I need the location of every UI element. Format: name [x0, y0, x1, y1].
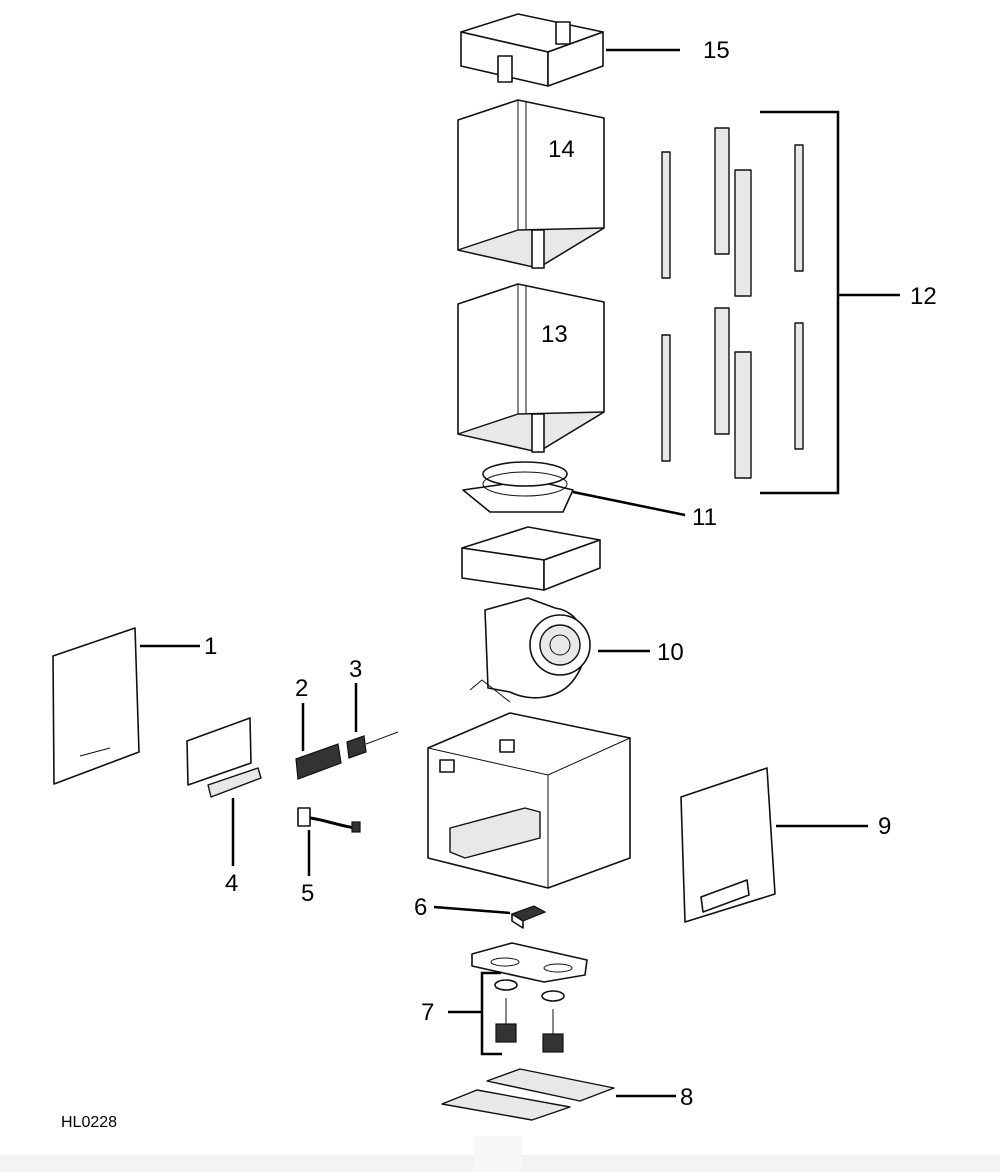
callout-2: 2	[295, 675, 308, 702]
callout-7: 7	[421, 999, 434, 1026]
part-7-lamps	[494, 979, 565, 1053]
part-8-grease-filters	[441, 1068, 615, 1121]
footer-notch	[474, 1136, 522, 1172]
part-light-bracket	[471, 942, 588, 983]
callout-1: 1	[204, 633, 217, 660]
part-9-side-panel	[680, 767, 776, 923]
part-5-wiring-harness	[297, 807, 361, 833]
callout-9: 9	[878, 813, 891, 840]
callout-5: 5	[301, 880, 314, 907]
diagram-code: HL0228	[61, 1114, 117, 1131]
part-hood-housing	[427, 712, 631, 889]
part-10-blower	[469, 597, 591, 703]
leader-11	[572, 490, 686, 517]
callout-6: 6	[414, 894, 427, 921]
part-4-control-board	[186, 717, 262, 798]
part-14-upper-chimney	[457, 99, 605, 269]
part-intermediate-box	[461, 526, 601, 591]
bracket-7	[480, 971, 502, 1056]
part-15-top-bracket-box	[460, 13, 604, 87]
bracket-12	[760, 110, 840, 495]
part-13-lower-chimney	[457, 283, 605, 453]
part-2-switch-module	[295, 743, 342, 780]
part-11-transition-plate	[462, 461, 574, 513]
callout-13: 13	[541, 321, 568, 348]
part-12-mounting-rails	[661, 127, 804, 479]
callout-3: 3	[349, 656, 362, 683]
part-6-transformer	[510, 905, 547, 929]
callout-10: 10	[657, 639, 684, 666]
callout-15: 15	[703, 37, 730, 64]
callout-8: 8	[680, 1084, 693, 1111]
callout-14: 14	[548, 136, 575, 163]
part-1-front-panel	[52, 627, 140, 785]
leader-6	[433, 905, 511, 915]
callout-11: 11	[692, 504, 717, 531]
part-3-small-control	[346, 731, 399, 759]
callout-12: 12	[910, 283, 937, 310]
callout-4: 4	[225, 870, 238, 897]
